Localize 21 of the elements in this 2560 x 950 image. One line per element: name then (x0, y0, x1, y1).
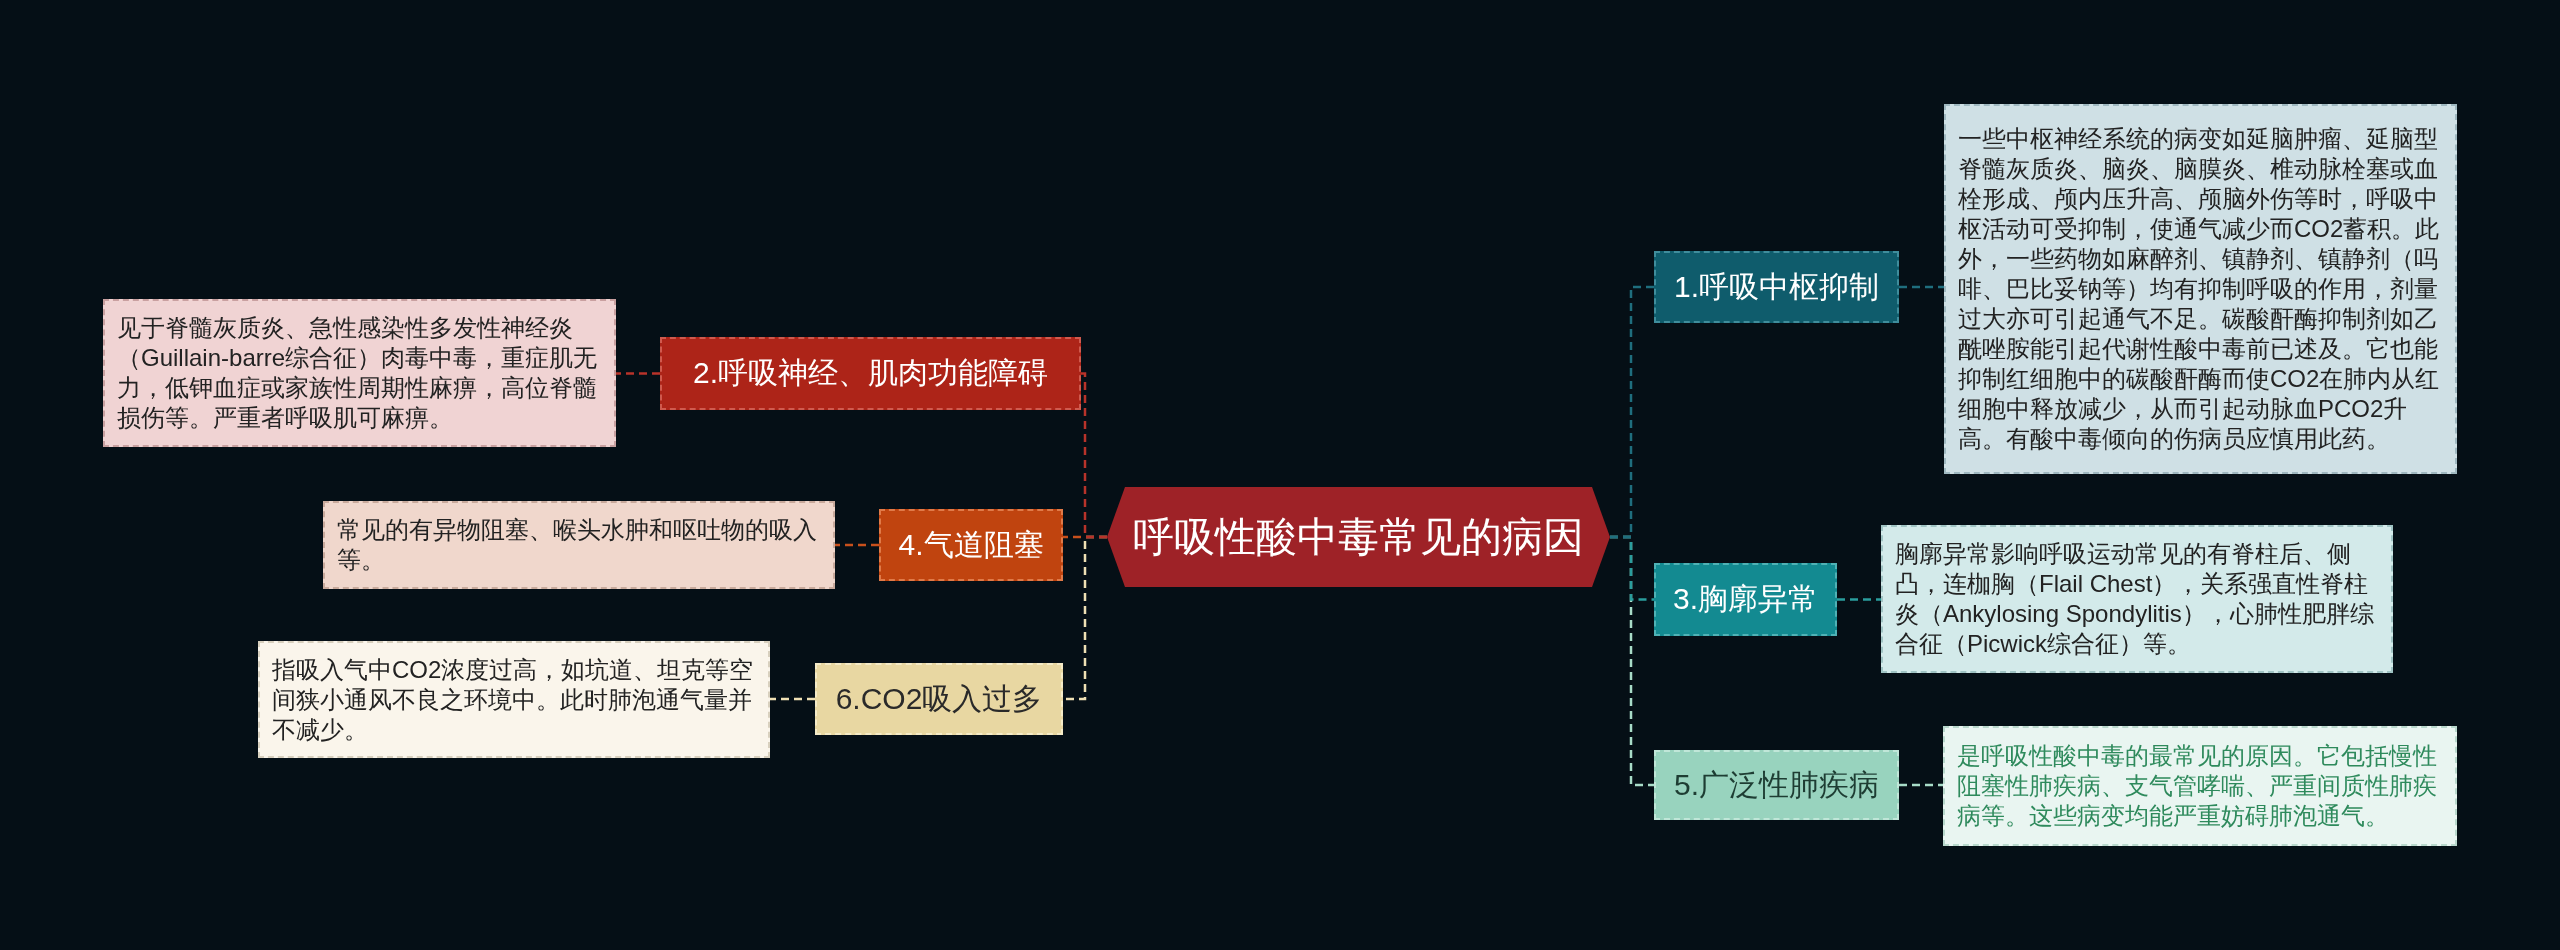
central-topic: 呼吸性酸中毒常见的病因 (1107, 487, 1610, 587)
note-box: 是呼吸性酸中毒的最常见的原因。它包括慢性阻塞性肺疾病、支气管哮喘、严重间质性肺疾病等。这些病变均能严重妨碍肺泡通气。 (1943, 726, 2457, 846)
topic-box: 4.气道阻塞 (879, 509, 1063, 581)
connector-line (1899, 783, 1943, 787)
note-box: 见于脊髓灰质炎、急性感染性多发性神经炎（Guillain-barre综合征）肉毒中毒，重症肌无力，低钾血症或家族性周期性麻痹，高位脊髓损伤等。严重者呼吸肌可麻痹。 (103, 299, 616, 447)
note-box: 胸廓异常影响呼吸运动常见的有脊柱后、侧凸，连枷胸（Flail Chest），关系强直性脊柱炎（Ankylosing Spondylitis），心肺性肥胖综合征（Picwick综合征）等。 (1881, 525, 2393, 673)
note-box: 常见的有异物阻塞、喉头水肿和呕吐物的吸入等。 (323, 501, 835, 589)
topic-box: 5.广泛性肺疾病 (1654, 750, 1899, 820)
connector-line (1899, 285, 1944, 289)
note-box: 指吸入气中CO2浓度过高，如坑道、坦克等空间狭小通风不良之环境中。此时肺泡通气量并不减少。 (258, 641, 770, 758)
connector-line (616, 372, 660, 375)
connector-line (1837, 598, 1881, 601)
note-box: 一些中枢神经系统的病变如延脑肿瘤、延脑型脊髓灰质炎、脑炎、脑膜炎、椎动脉栓塞或血栓形成、颅内压升高、颅脑外伤等时，呼吸中枢活动可受抑制，使通气减少而CO2蓄积。此外，一些药物如麻醉剂、镇静剂、镇静剂（吗啡、巴比妥钠等）均有抑制呼吸的作用，剂量过大亦可引起通气不足。碳酸酐酶抑制剂如乙酰唑胺能引起代谢性酸中毒前已述及。它也能抑制红细胞中的碳酸酐酶而使CO2在肺内从红细胞中释放减少，从而引起动脉血PCO2升高。有酸中毒倾向的伤病员应慎用此药。 (1944, 104, 2457, 474)
connector-line (835, 543, 879, 547)
topic-box: 3.胸廓异常 (1654, 563, 1837, 636)
topic-box: 6.CO2吸入过多 (815, 663, 1063, 735)
topic-box: 2.呼吸神经、肌肉功能障碍 (660, 337, 1081, 410)
connector-line (770, 697, 815, 701)
topic-box: 1.呼吸中枢抑制 (1654, 251, 1899, 323)
connector-line (1081, 372, 1107, 539)
connector-line (1610, 285, 1654, 539)
